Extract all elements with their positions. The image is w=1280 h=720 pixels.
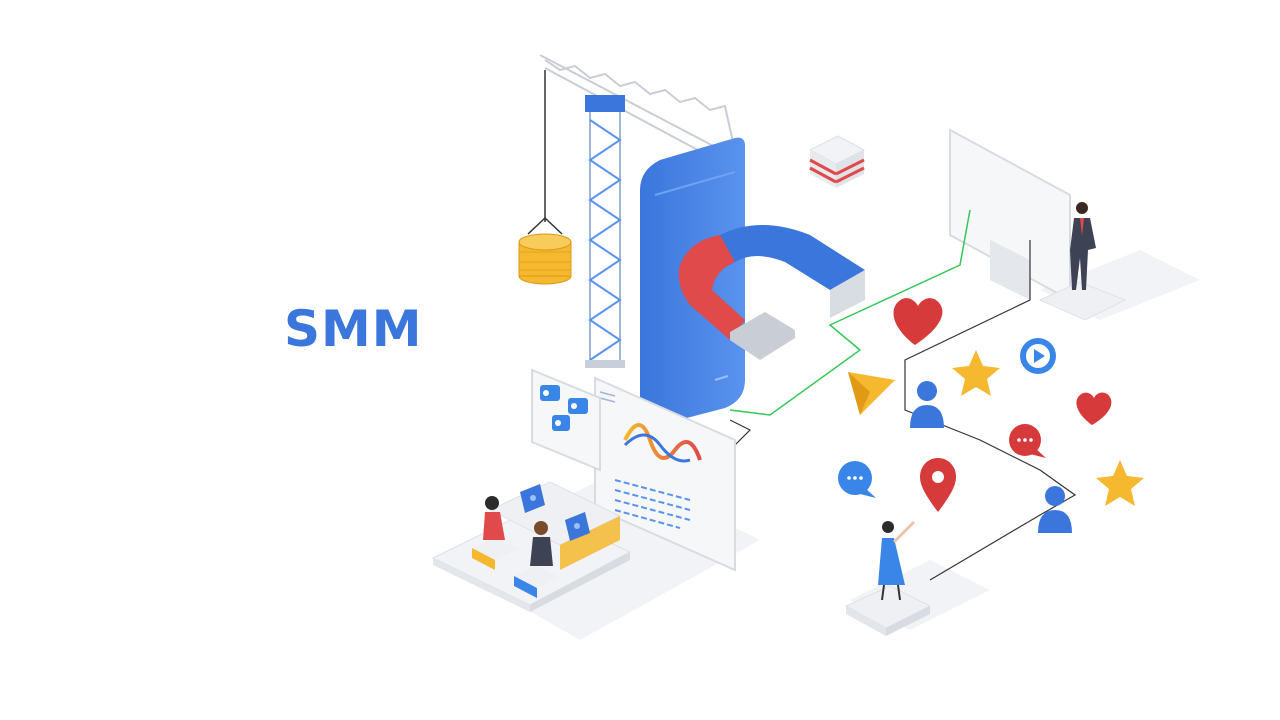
chat-bubble-icon	[1009, 424, 1046, 458]
cursor-icon	[848, 372, 895, 415]
analytics-panel-icon	[594, 376, 736, 572]
play-icon	[1020, 338, 1056, 374]
gift-box-icon	[808, 135, 866, 188]
coin-stack-icon	[518, 216, 572, 285]
magnet-icon	[678, 225, 865, 360]
workstation-icon	[431, 481, 632, 612]
star-icon	[952, 350, 1000, 396]
user-icon	[910, 381, 944, 428]
user-icon	[1038, 486, 1072, 533]
chat-bubble-icon	[838, 461, 876, 498]
woman-figure	[844, 520, 932, 636]
heart-icon	[1076, 392, 1112, 425]
monitor-icon	[949, 128, 1127, 321]
star-icon	[1096, 460, 1144, 506]
heart-icon	[893, 298, 943, 345]
page-title: SMM	[284, 300, 423, 358]
businessman-figure	[1070, 202, 1096, 290]
notification-panel-icon	[531, 368, 601, 472]
location-pin-icon	[920, 458, 956, 512]
